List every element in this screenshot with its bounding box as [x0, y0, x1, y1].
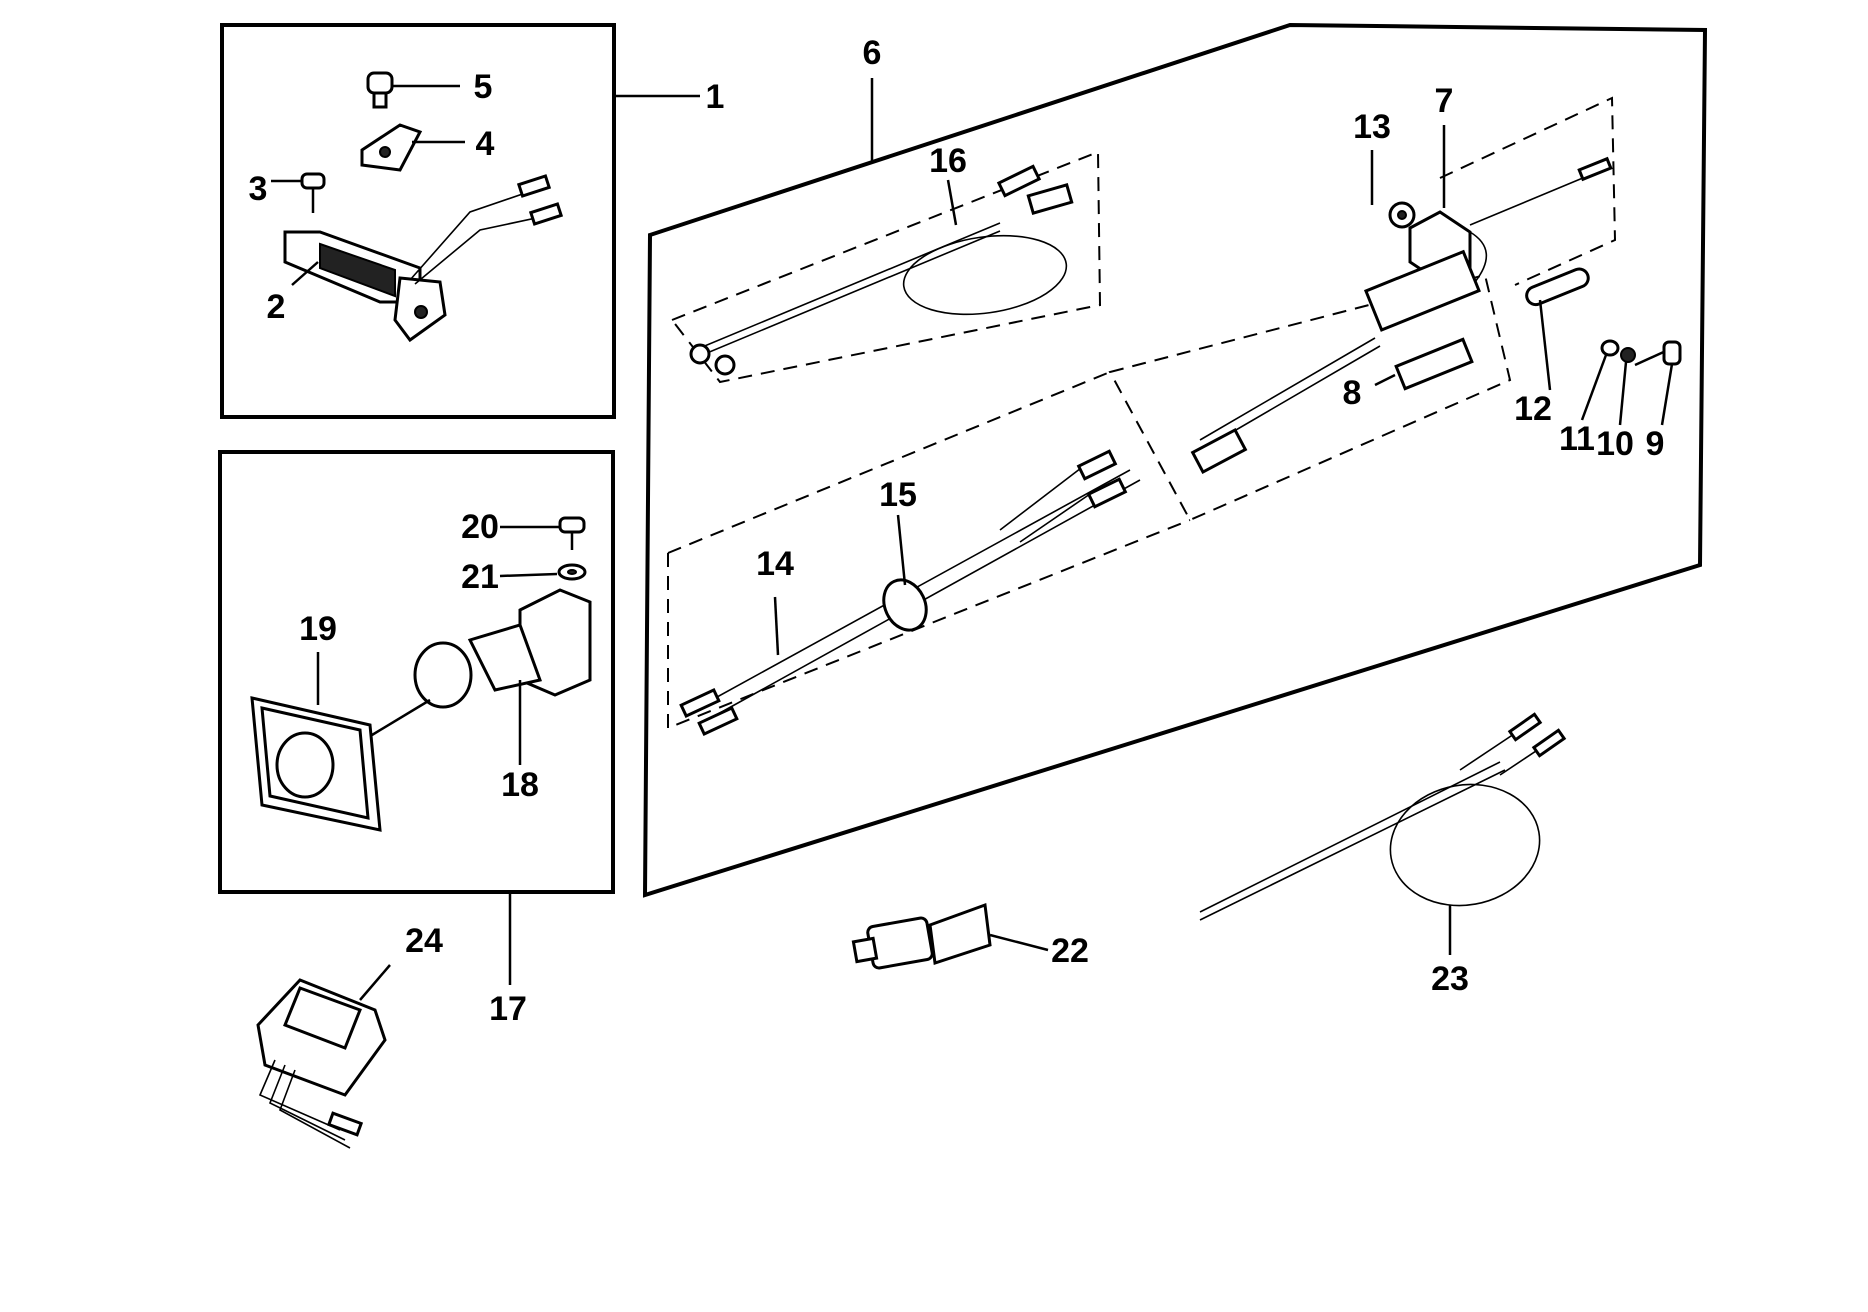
callout-19: 19 [299, 610, 337, 648]
lens-part-19 [250, 652, 431, 832]
callout-21: 21 [461, 558, 499, 596]
group-box-17 [218, 450, 615, 894]
kit-panel-6 [642, 22, 1708, 898]
callout-2: 2 [267, 288, 286, 326]
callout-6: 6 [863, 34, 882, 72]
callout-16: 16 [929, 142, 967, 180]
dashed-group-7 [1439, 96, 1617, 286]
screw-part-9 [1634, 340, 1682, 426]
callout-7: 7 [1435, 82, 1454, 120]
callout-22: 22 [1051, 932, 1089, 970]
callout-14: 14 [756, 545, 794, 583]
callout-15: 15 [879, 476, 917, 514]
bracket-part-12 [1525, 267, 1590, 391]
lead-part-23 [1199, 712, 1567, 955]
clamp-part-4 [360, 123, 465, 172]
callout-17: 17 [489, 990, 527, 1028]
callout-12: 12 [1514, 390, 1552, 428]
callout-13: 13 [1353, 108, 1391, 146]
callout-24: 24 [405, 922, 443, 960]
washer-part-21 [499, 563, 587, 581]
fuse-holder-part-8 [1190, 231, 1488, 475]
screw-part-20 [500, 516, 586, 550]
callout-10: 10 [1596, 425, 1634, 463]
harness-group-16 [670, 150, 1102, 384]
callout-5: 5 [474, 68, 493, 106]
callout-1: 1 [706, 78, 725, 116]
lockwasher-part-10 [1618, 347, 1636, 426]
harness-group-14 [667, 371, 1191, 730]
callout-3: 3 [249, 170, 268, 208]
callout-11: 11 [1559, 420, 1595, 458]
sender-part-22 [851, 902, 1049, 970]
screw-part-5 [366, 71, 460, 109]
callout-4: 4 [476, 125, 495, 163]
screw-part-3 [271, 172, 326, 213]
callout-8: 8 [1343, 374, 1362, 412]
dashed-group-8 [1108, 273, 1512, 522]
group-box-1 [220, 23, 616, 419]
harness-part-15 [679, 449, 1141, 737]
rectifier-part-24 [256, 964, 391, 1149]
junction-part-7 [1408, 125, 1613, 284]
socket-part-18 [413, 588, 592, 765]
callout-23: 23 [1431, 960, 1469, 998]
callout-9: 9 [1646, 425, 1665, 463]
callout-18: 18 [501, 766, 539, 804]
callout-20: 20 [461, 508, 499, 546]
coil-part-2 [283, 174, 564, 343]
washer-part-11 [1580, 339, 1620, 421]
nut-part-13 [1370, 150, 1416, 229]
harness-part-16 [689, 164, 1074, 376]
